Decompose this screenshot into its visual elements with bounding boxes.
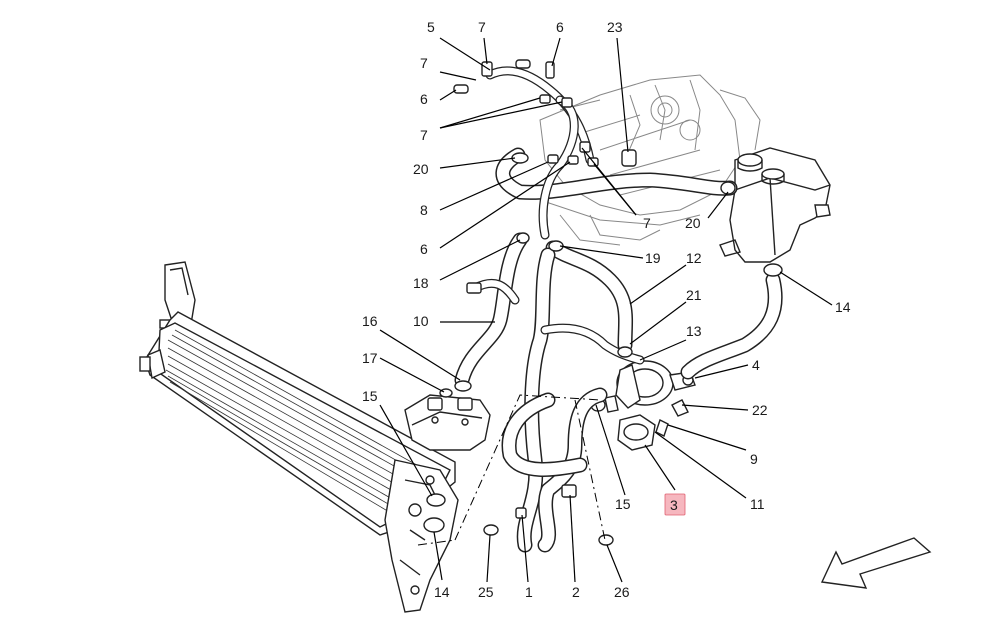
callout-7: 7 <box>643 215 651 231</box>
direction-arrow-icon <box>820 537 932 589</box>
callout-15: 15 <box>362 388 378 404</box>
expansion-tank <box>719 147 831 263</box>
radiator-fins <box>165 329 441 517</box>
callout-20: 20 <box>413 161 429 177</box>
callout-5: 5 <box>427 19 435 35</box>
callout-7: 7 <box>478 19 486 35</box>
callout-20: 20 <box>685 215 701 231</box>
guide-lines <box>417 394 606 546</box>
callout-14: 14 <box>434 584 450 600</box>
radiator <box>139 261 459 613</box>
callout-22: 22 <box>752 402 768 418</box>
callout-4: 4 <box>752 357 760 373</box>
callout-13: 13 <box>686 323 702 339</box>
callout-9: 9 <box>750 451 758 467</box>
highlight-part-3 <box>664 493 686 516</box>
callout-6: 6 <box>556 19 564 35</box>
callout-25: 25 <box>478 584 494 600</box>
callout-6: 6 <box>420 91 428 107</box>
callout-3: 3 <box>670 497 678 513</box>
callout-2: 2 <box>572 584 580 600</box>
callout-21: 21 <box>686 287 702 303</box>
callout-6: 6 <box>420 241 428 257</box>
callout-11: 11 <box>750 496 765 512</box>
callout-23: 23 <box>607 19 623 35</box>
callout-7: 7 <box>420 127 428 143</box>
leader-lines <box>379 37 833 583</box>
callout-1: 1 <box>525 584 533 600</box>
water-pump-assembly <box>590 360 696 451</box>
callout-17: 17 <box>362 350 378 366</box>
clamps-fittings <box>423 59 783 546</box>
callout-26: 26 <box>614 584 630 600</box>
callout-labels: 5 7 6 23 7 6 7 20 8 6 7 20 18 19 12 14 2… <box>362 19 851 600</box>
auxiliary-tank <box>404 394 491 451</box>
callout-14: 14 <box>835 299 851 315</box>
callout-12: 12 <box>686 250 702 266</box>
callout-7: 7 <box>420 55 428 71</box>
callout-18: 18 <box>413 275 429 291</box>
callout-19: 19 <box>645 250 661 266</box>
callout-15: 15 <box>615 496 631 512</box>
callout-10: 10 <box>413 313 429 329</box>
callout-16: 16 <box>362 313 378 329</box>
callout-8: 8 <box>420 202 428 218</box>
